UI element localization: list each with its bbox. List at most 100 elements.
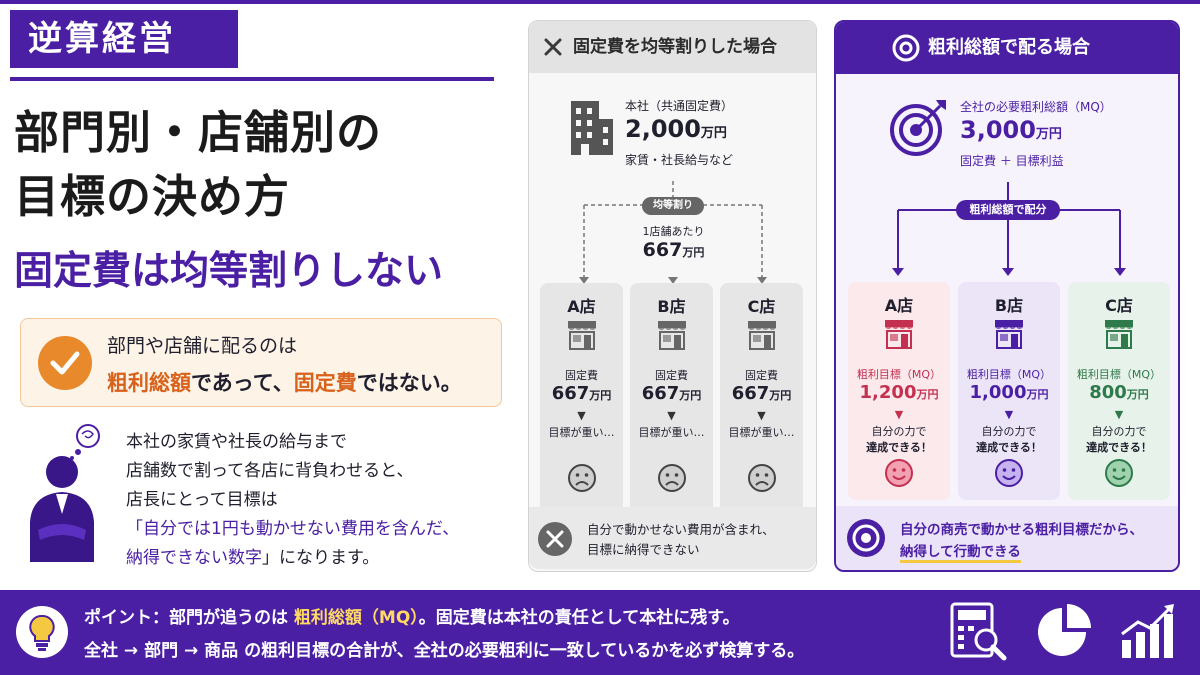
store-name: C店	[1105, 296, 1133, 315]
gross-profit-store-card: B店粗利目標（MQ）1,000万円▼自分の力で達成できる！	[958, 282, 1060, 500]
store-name: B店	[657, 297, 686, 316]
subtitle: 固定費は均等割りしない	[14, 249, 444, 294]
gross-profit-conclusion: 自分の商売で動かせる粗利目標だから、 納得して行動できる	[836, 506, 1178, 570]
calculator-magnifier-icon	[950, 602, 1007, 661]
gross-profit-conclusion-line-2: 納得して行動できる	[900, 540, 1021, 563]
point-line-1-prefix: ポイント：部門が追うのは	[84, 608, 294, 628]
store-caption: 粗利目標（MQ）	[856, 368, 942, 381]
mq-amount-value: 3,000	[960, 116, 1036, 144]
title-line-2: 目標の決め方	[14, 170, 291, 223]
mq-note: 固定費 ＋ 目標利益	[960, 154, 1064, 168]
gross-profit-store-card: C店粗利目標（MQ）800万円▼ 自分の力で達成できる！	[1068, 282, 1170, 500]
down-triangle-icon: ▼	[577, 409, 586, 422]
store-name: C店	[747, 297, 776, 316]
down-triangle-icon: ▼	[757, 409, 766, 422]
point-line-2: 全社 → 部門 → 商品 の粗利目標の合計が、全社の必要粗利に一致しているかを必…	[84, 641, 805, 661]
sad-face-icon	[567, 463, 597, 497]
explanation-emphasis: 納得できない数字	[126, 548, 262, 568]
store-value-number: 667	[731, 383, 770, 404]
shop-icon	[1102, 316, 1136, 354]
callout-line-2: 粗利総額であって、固定費ではない。	[107, 367, 462, 397]
per-store-amount-unit: 万円	[682, 246, 705, 259]
store-value-unit: 万円	[916, 388, 939, 401]
sad-face-icon	[657, 463, 687, 497]
store-note-line-2: 達成できる！	[976, 441, 1042, 454]
store-caption: 粗利目標（MQ）	[1076, 368, 1162, 381]
store-value-unit: 万円	[1026, 388, 1049, 401]
store-note-line-1: 自分の力で	[981, 425, 1037, 438]
store-value-number: 1,000	[969, 382, 1027, 403]
down-triangle-icon: ▼	[1114, 408, 1124, 421]
explanation-text: 本社の家賃や社長の給与まで 店舗数で割って各店に背負わせると、 店長にとって目標…	[126, 428, 459, 573]
explanation-line-5-end: 」になります。	[262, 548, 380, 568]
hq-label: 本社（共通固定費）	[625, 99, 734, 113]
explanation-line-3: 店長にとって目標は	[126, 490, 278, 510]
equal-split-header: 固定費を均等割りした場合	[529, 21, 816, 73]
hq-amount: 2,000万円	[625, 115, 727, 143]
store-value-unit: 万円	[679, 389, 702, 402]
gross-profit-flow-arrows	[892, 182, 1126, 276]
explanation-line-2: 店舗数で割って各店に背負わせると、	[126, 461, 414, 481]
store-note: 目標が重い…	[548, 426, 615, 439]
store-value-number: 800	[1089, 382, 1127, 403]
store-note: 目標が重い…	[728, 426, 795, 439]
title-line-1: 部門別・店舗別の	[14, 106, 383, 159]
store-note: 自分の力で達成できる！	[1068, 424, 1170, 456]
hq-amount-value: 2,000	[625, 115, 701, 143]
store-name: A店	[567, 297, 596, 316]
per-store-label: 1店舗あたり	[642, 225, 705, 238]
key-message-callout: 部門や店舗に配るのは 粗利総額であって、固定費ではない。	[20, 318, 502, 407]
office-building-icon	[571, 101, 613, 155]
store-caption: 固定費	[655, 369, 688, 382]
brand-tag: 逆算経営	[10, 10, 238, 68]
target-icon	[892, 34, 920, 62]
down-triangle-icon: ▼	[667, 409, 676, 422]
target-arrow-icon	[890, 100, 946, 156]
explanation-line-1: 本社の家賃や社長の給与まで	[126, 432, 347, 452]
hq-amount-unit: 万円	[700, 126, 727, 141]
worried-manager-icon	[30, 424, 100, 562]
store-caption: 固定費	[745, 369, 778, 382]
callout-term-gross-profit: 粗利総額	[107, 371, 191, 395]
per-store-amount: 667万円	[529, 239, 818, 261]
store-note-line-1: 自分の力で	[871, 425, 927, 438]
callout-end: ではない。	[356, 371, 462, 395]
smile-face-icon	[994, 458, 1024, 492]
store-value-number: 667	[551, 383, 590, 404]
shop-icon	[745, 317, 779, 355]
x-circle-icon	[538, 522, 572, 556]
gross-profit-header: 粗利総額で配る場合	[836, 22, 1178, 74]
equal-split-conclusion-line-1: 自分で動かせない費用が含まれ、	[587, 522, 775, 537]
explanation-line-4: 「自分では1円も動かせない費用を含んだ、	[126, 519, 460, 539]
store-caption: 粗利目標（MQ）	[966, 368, 1052, 381]
store-value-unit: 万円	[589, 389, 612, 402]
smile-face-icon	[884, 458, 914, 492]
callout-term-fixed-cost: 固定費	[293, 371, 357, 395]
lightbulb-icon	[16, 606, 68, 658]
shop-icon	[882, 316, 916, 354]
store-value: 667万円	[630, 383, 713, 404]
store-caption: 固定費	[565, 369, 598, 382]
x-icon	[544, 38, 562, 56]
store-value: 1,200万円	[848, 382, 950, 403]
store-value-unit: 万円	[1126, 388, 1149, 401]
target-circle-icon	[847, 519, 885, 557]
shop-icon	[565, 317, 599, 355]
store-note: 自分の力で達成できる！	[848, 424, 950, 456]
shop-icon	[992, 316, 1026, 354]
explanation-line-5: 納得できない数字」になります。	[126, 544, 459, 573]
check-icon	[38, 336, 92, 390]
per-store-amount-value: 667	[642, 239, 683, 261]
smile-face-icon	[1104, 458, 1134, 492]
store-value: 1,000万円	[958, 382, 1060, 403]
mq-amount-unit: 万円	[1035, 127, 1062, 142]
pie-chart-icon	[1038, 604, 1091, 656]
equal-split-conclusion-line-2: 目標に納得できない	[587, 542, 700, 557]
gross-profit-split-badge: 粗利総額で配分	[956, 200, 1060, 220]
hq-note: 家賃・社長給与など	[625, 153, 734, 167]
equal-split-flow-arrows	[579, 181, 767, 284]
store-name: A店	[884, 296, 914, 315]
